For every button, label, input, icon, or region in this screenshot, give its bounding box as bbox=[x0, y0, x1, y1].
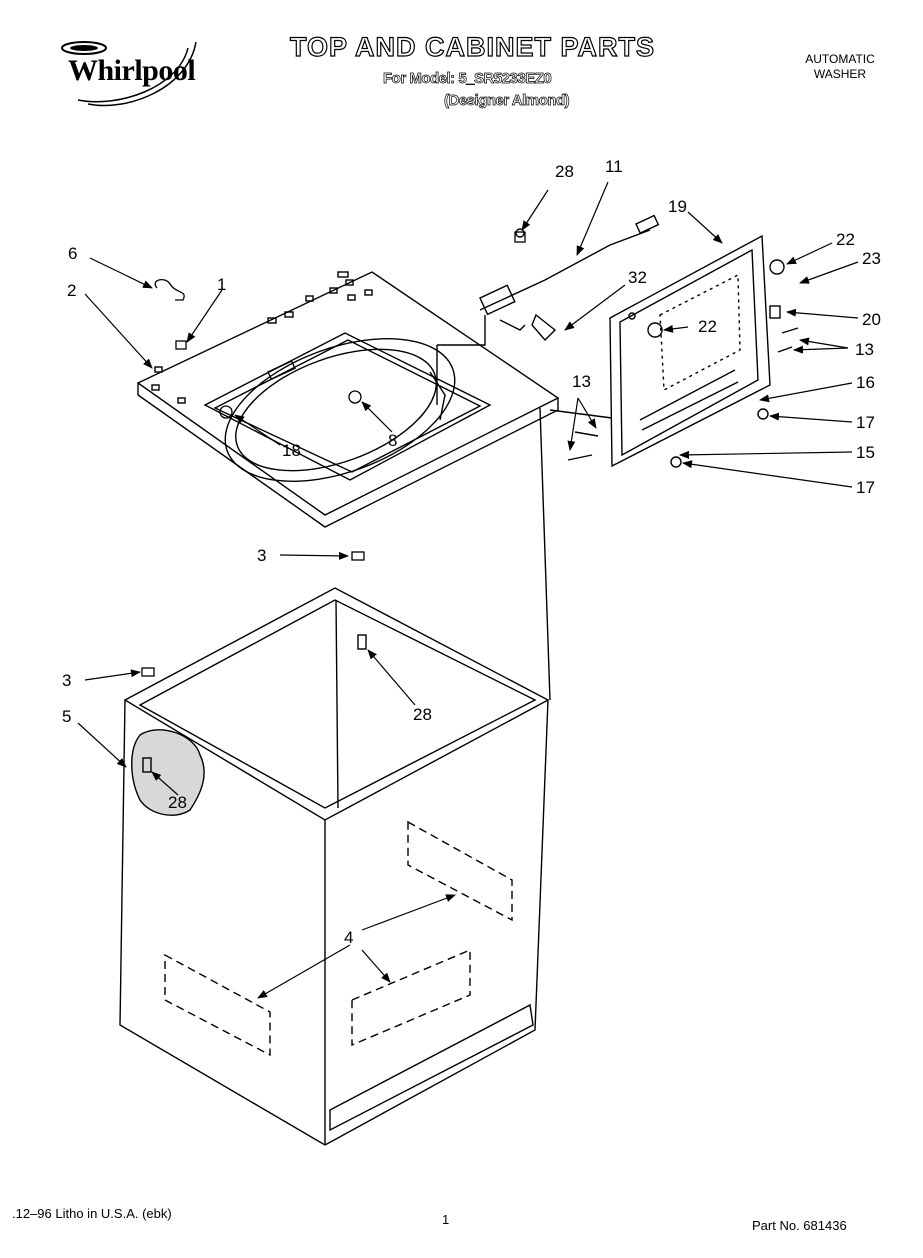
callout-15: 15 bbox=[856, 443, 875, 462]
callout-18: 18 bbox=[282, 441, 301, 460]
part-callouts: 28 11 19 22 23 6 1 2 32 20 22 13 13 16 1… bbox=[62, 157, 881, 947]
callout-28: 28 bbox=[413, 705, 432, 724]
callout-22: 22 bbox=[836, 230, 855, 249]
callout-16: 16 bbox=[856, 373, 875, 392]
print-info: .12–96 Litho in U.S.A. (ebk) bbox=[12, 1206, 172, 1221]
callout-19: 19 bbox=[668, 197, 687, 216]
small-parts bbox=[141, 231, 526, 677]
callout-6: 6 bbox=[68, 244, 77, 263]
product-type-line2: WASHER bbox=[813, 67, 867, 81]
page-title: TOP AND CABINET PARTS bbox=[289, 31, 656, 62]
callout-13: 13 bbox=[855, 340, 874, 359]
model-number: For Model: 5_SR5233EZ0 bbox=[383, 70, 552, 88]
callout-17: 17 bbox=[856, 478, 875, 497]
whirlpool-logo-swoosh bbox=[61, 41, 197, 107]
product-type-line1: AUTOMATIC bbox=[805, 52, 875, 66]
callout-17: 17 bbox=[856, 413, 875, 432]
callout-8: 8 bbox=[388, 431, 397, 450]
callout-20: 20 bbox=[862, 310, 881, 329]
product-type: AUTOMATIC WASHER bbox=[790, 52, 890, 82]
part-number: Part No. 681436 bbox=[752, 1218, 847, 1233]
callout-2: 2 bbox=[67, 281, 76, 300]
callout-13: 13 bbox=[572, 372, 591, 391]
callout-11: 11 bbox=[605, 157, 623, 176]
page-number: 1 bbox=[442, 1212, 450, 1227]
control-console bbox=[436, 214, 799, 468]
washer-top-panel bbox=[136, 271, 560, 701]
callout-32: 32 bbox=[628, 268, 647, 287]
callout-22: 22 bbox=[698, 317, 717, 336]
callout-3: 3 bbox=[62, 671, 71, 690]
leader-arrows bbox=[77, 181, 859, 999]
callout-1: 1 bbox=[217, 275, 226, 294]
callout-28: 28 bbox=[168, 793, 187, 812]
callout-4: 4 bbox=[344, 928, 353, 947]
washer-cabinet bbox=[119, 587, 550, 1146]
callout-28: 28 bbox=[555, 162, 574, 181]
model-color: (Designer Almond) bbox=[444, 92, 570, 110]
callout-5: 5 bbox=[62, 707, 71, 726]
brand-name: Whirlpool bbox=[68, 54, 196, 87]
callout-3: 3 bbox=[257, 546, 266, 565]
callout-23: 23 bbox=[862, 249, 881, 268]
